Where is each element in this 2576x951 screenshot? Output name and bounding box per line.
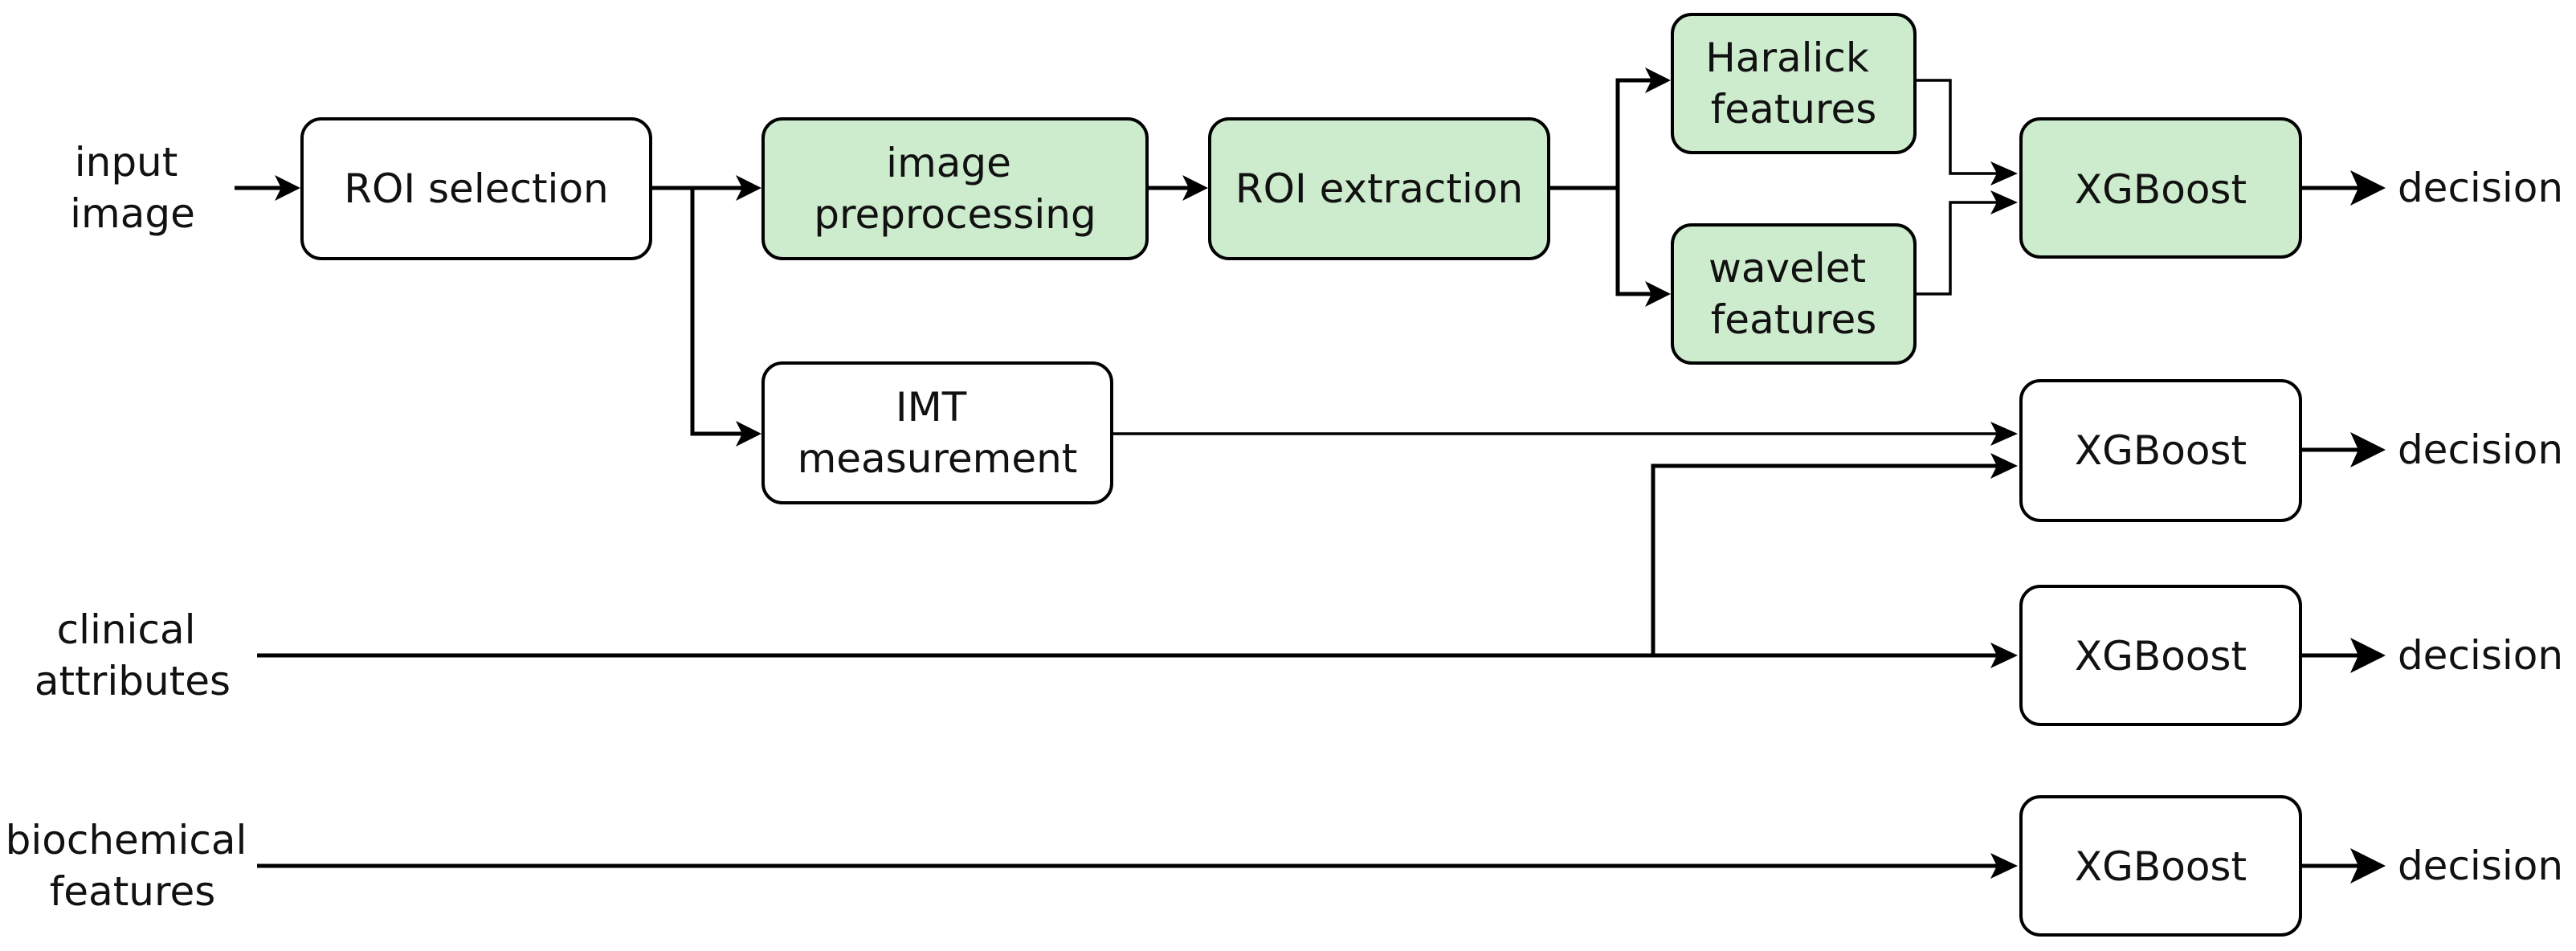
node-haralick-features-label: Haralick features <box>1705 35 1882 133</box>
node-roi-extraction-label: ROI extraction <box>1235 165 1523 212</box>
label-decision-1: decision <box>2398 165 2563 211</box>
labels: input image clinical attributes biochemi… <box>6 139 2563 915</box>
node-xgboost-4-label: XGBoost <box>2075 843 2247 890</box>
edge-wavelet-to-xgboost-1 <box>1915 201 2008 296</box>
node-roi-selection: ROI selection <box>300 117 652 260</box>
label-input-image: input image <box>70 139 195 237</box>
node-xgboost-4: XGBoost <box>2019 795 2302 937</box>
node-xgboost-1-label: XGBoost <box>2075 166 2247 213</box>
node-wavelet-features-label: wavelet features <box>1708 245 1879 343</box>
edge-roi-selection-to-imt <box>690 188 753 436</box>
label-decision-3: decision <box>2398 632 2563 679</box>
edge-clinical-to-xgboost-2 <box>1651 463 2008 655</box>
arrowhead-imt <box>736 421 761 447</box>
label-clinical-attributes: clinical attributes <box>35 606 231 704</box>
arrowhead-extraction <box>1182 175 1208 201</box>
arrowhead-decision-4 <box>2350 848 2386 884</box>
node-image-preprocessing: image preprocessing <box>761 117 1149 260</box>
node-xgboost-1: XGBoost <box>2019 117 2302 259</box>
node-image-preprocessing-label: image preprocessing <box>814 140 1096 238</box>
label-decision-4: decision <box>2398 843 2563 889</box>
svg-text:decision: decision <box>2398 427 2563 473</box>
edge-haralick-to-xgboost-1 <box>1915 79 2008 175</box>
arrowhead-xgboost-1-bottom <box>1990 190 2018 214</box>
edge-extraction-split <box>1549 78 1663 296</box>
arrowhead-decision-3 <box>2350 638 2386 673</box>
svg-text:biochemical features: biochemical features <box>6 817 260 915</box>
node-haralick-features: Haralick features <box>1671 13 1917 154</box>
arrowhead-xgboost-3 <box>1990 643 2018 668</box>
node-wavelet-features: wavelet features <box>1671 223 1917 365</box>
arrowhead-roi-selection <box>275 175 300 201</box>
svg-text:decision: decision <box>2398 843 2563 889</box>
edges <box>235 67 2386 884</box>
arrowhead-haralick <box>1645 67 1671 93</box>
svg-text:clinical attributes: clinical attributes <box>35 606 231 704</box>
node-roi-selection-label: ROI selection <box>344 165 608 212</box>
label-biochemical-features: biochemical features <box>6 817 260 915</box>
arrowhead-decision-2 <box>2350 432 2386 467</box>
arrowhead-wavelet <box>1645 281 1671 307</box>
label-decision-2: decision <box>2398 427 2563 473</box>
arrowhead-xgboost-2-bottom <box>1990 453 2018 479</box>
node-xgboost-3-label: XGBoost <box>2075 633 2247 680</box>
arrowhead-decision-1 <box>2350 170 2386 206</box>
node-xgboost-3: XGBoost <box>2019 585 2302 726</box>
node-imt-measurement-label: IMT measurement <box>798 384 1078 482</box>
node-xgboost-2: XGBoost <box>2019 379 2302 522</box>
svg-text:input image: input image <box>70 139 195 237</box>
arrowhead-xgboost-1-top <box>1990 161 2018 186</box>
svg-text:decision: decision <box>2398 165 2563 211</box>
arrowhead-xgboost-2-top <box>1990 422 2018 446</box>
node-imt-measurement: IMT measurement <box>761 361 1113 504</box>
svg-text:decision: decision <box>2398 632 2563 679</box>
node-xgboost-2-label: XGBoost <box>2075 427 2247 474</box>
arrowhead-preprocessing <box>736 175 761 201</box>
node-roi-extraction: ROI extraction <box>1208 117 1550 260</box>
nodes: ROI selection image preprocessing ROI ex… <box>300 13 2302 937</box>
arrowhead-xgboost-4 <box>1990 853 2018 879</box>
